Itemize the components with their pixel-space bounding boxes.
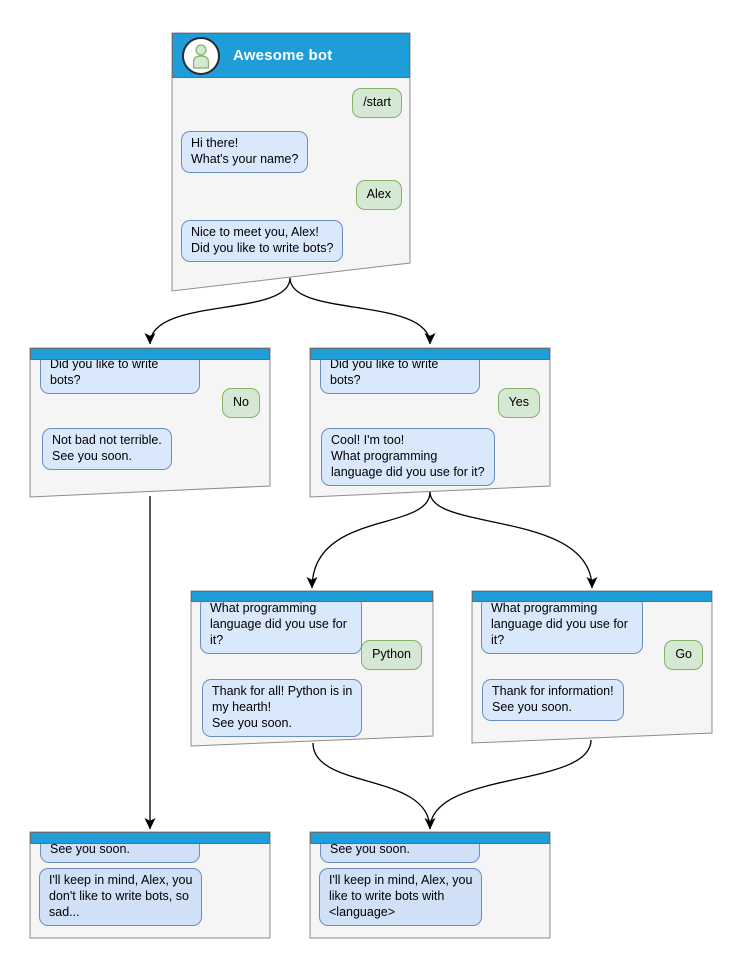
user-message-bubble: No [222,388,260,418]
window-header-end-yes [310,832,550,844]
bot-message-bubble: Nice to meet you, Alex! Did you like to … [181,220,344,262]
window-header-end-no [30,832,270,844]
window-header-branch-no [30,348,270,360]
bot-message-bubble: What programming language did you use fo… [481,596,643,654]
bot-message-bubble: Thank for all! Python is in my hearth! S… [202,679,363,737]
user-message-bubble: /start [352,88,402,118]
window-header-branch-go [472,591,712,602]
window-header-branch-yes [310,348,550,360]
window-header-root: Awesome bot [172,33,410,78]
user-message-bubble: Go [664,640,703,670]
bot-message-bubble: What programming language did you use fo… [200,596,362,654]
bot-message-bubble: Not bad not terrible. See you soon. [42,428,172,470]
bot-message-bubble: Cool! I'm too! What programming language… [321,428,495,486]
flow-arrow-go-to-end [429,739,592,830]
bot-message-bubble: Thank for information! See you soon. [482,679,624,721]
flow-arrow-root-to-yes [289,277,436,345]
bot-message-bubble: I'll keep in mind, Alex, you don't like … [39,868,203,926]
flow-arrow-yes-to-go [429,491,598,589]
user-message-bubble: Python [361,640,422,670]
user-message-bubble: Alex [355,180,402,210]
window-header-branch-python [191,591,433,602]
flow-arrow-yes-to-python [306,491,431,589]
bot-message-bubble: Hi there! What's your name? [181,131,309,173]
user-message-bubble: Yes [497,388,540,418]
bot-avatar [182,36,220,75]
flow-arrow-root-to-no [144,277,291,345]
bot-message-bubble: I'll keep in mind, Alex, you like to wri… [319,868,483,926]
window-title: Awesome bot [233,47,333,64]
flow-arrow-python-to-end [312,742,436,830]
person-icon [192,43,210,69]
